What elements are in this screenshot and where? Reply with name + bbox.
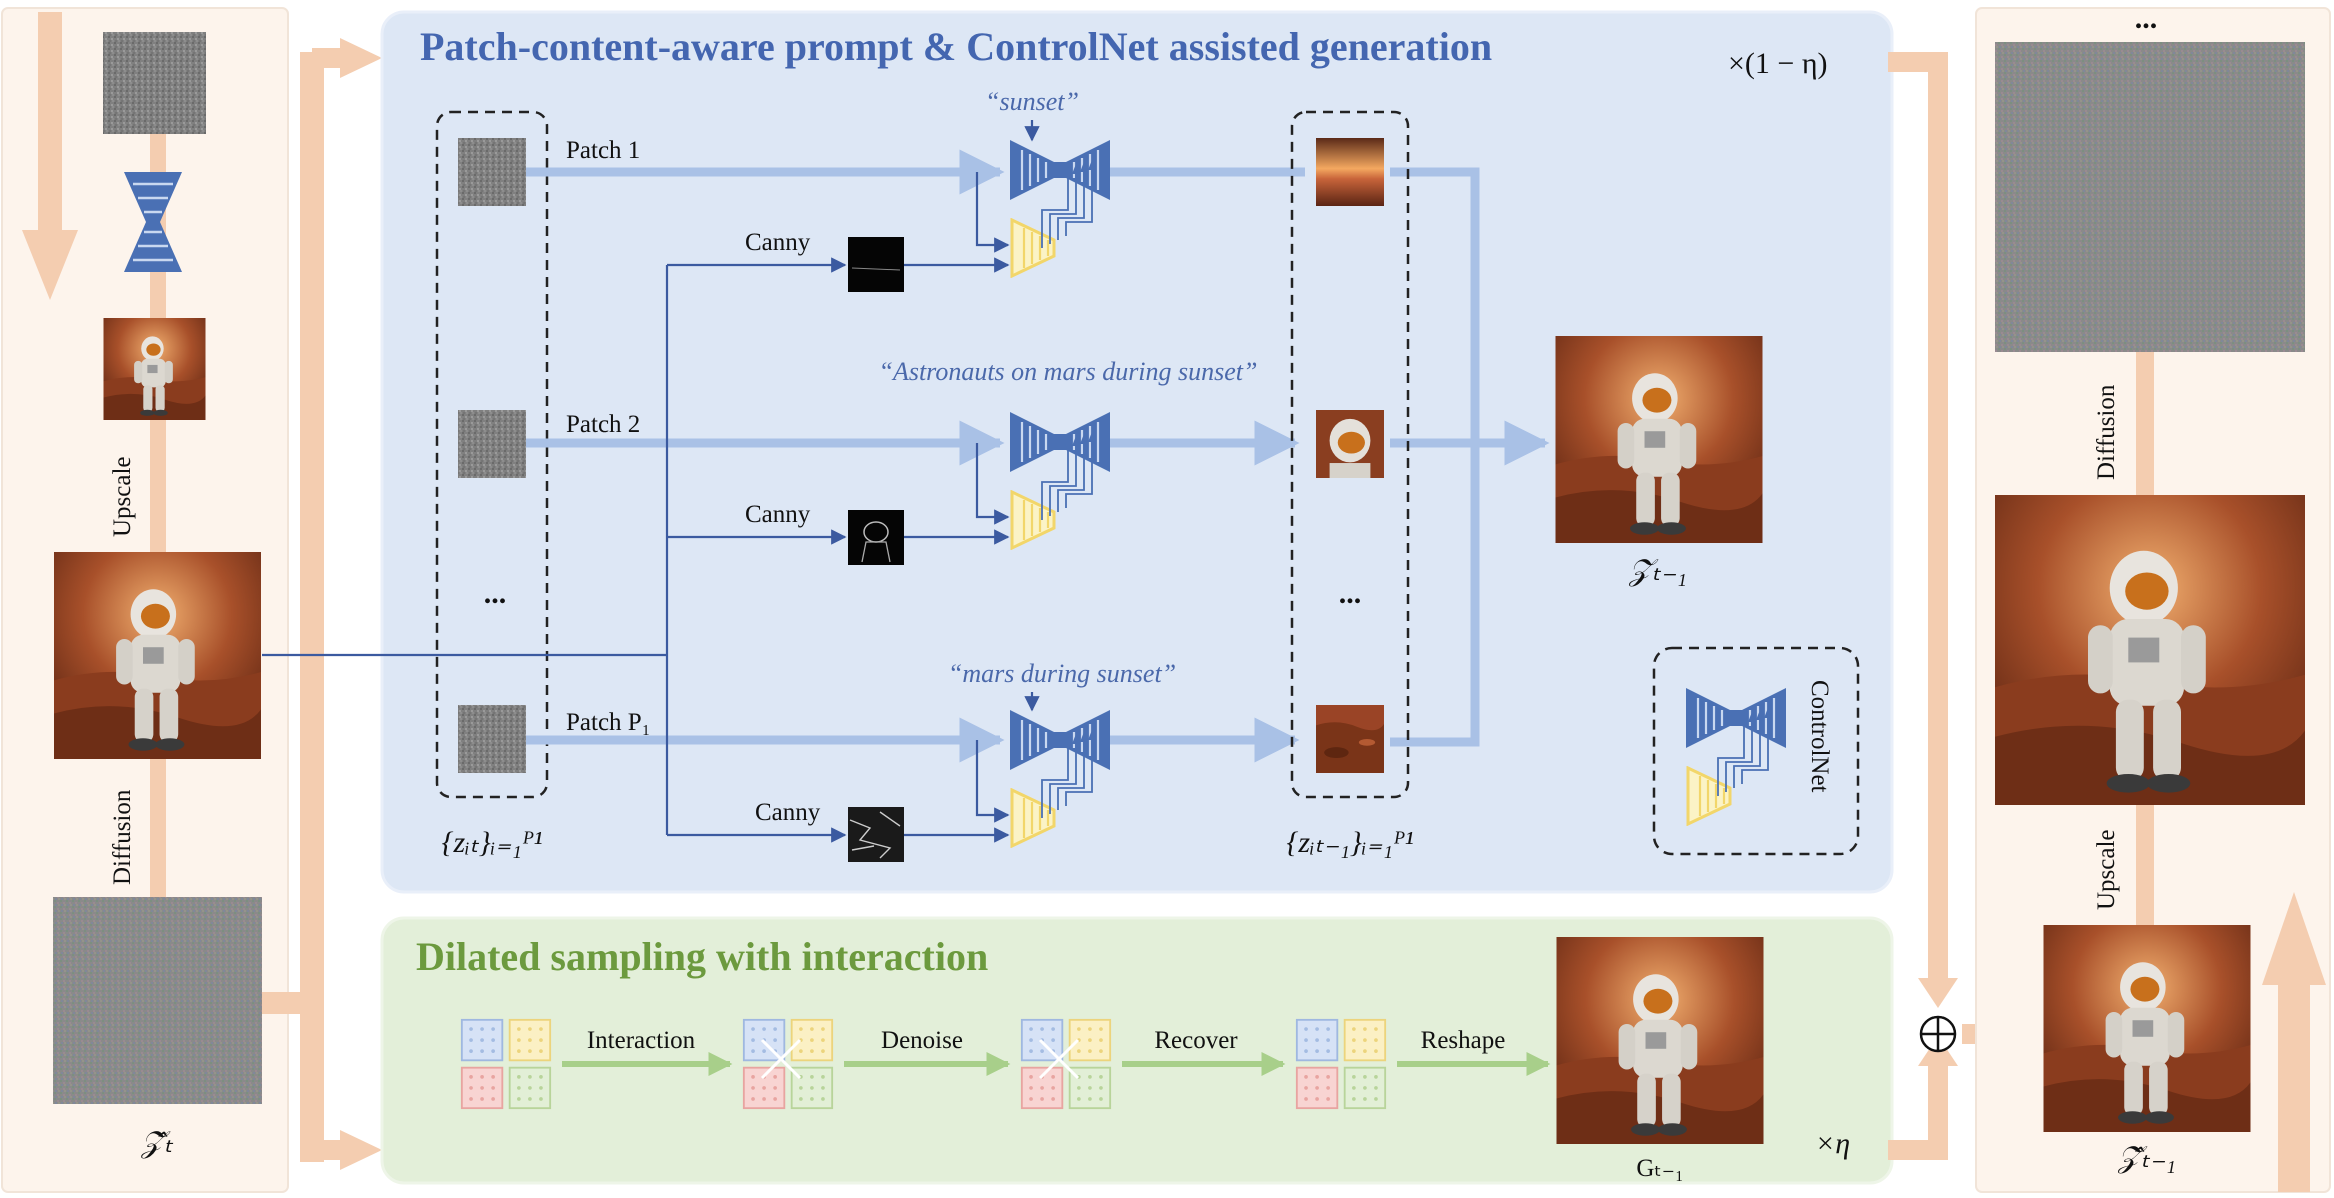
left-diffusion-label: Diffusion	[109, 789, 136, 885]
left-noise-image	[53, 897, 262, 1104]
input-set-label: {zᵢₜ}ᵢ₌₁ᴾ¹	[442, 826, 543, 859]
sum-operator-icon	[1919, 1015, 1957, 1053]
input-patch-p1	[458, 705, 526, 773]
patch-2-label: Patch 2	[566, 411, 640, 438]
bottom-panel-title: Dilated sampling with interaction	[416, 934, 988, 979]
left-bottom-label: 𝒵̂ₜ	[140, 1126, 174, 1159]
top-noise-image	[103, 32, 206, 134]
patch-1-label: Patch 1	[566, 137, 640, 164]
output-patch-p1	[1316, 705, 1384, 773]
small-astronaut-image	[103, 318, 206, 420]
left-connectors	[262, 38, 382, 1170]
right-top-ellipsis: ...	[2135, 2, 2158, 35]
vae-hourglass-icon	[124, 172, 182, 272]
left-upscale-label: Upscale	[109, 456, 136, 537]
input-ellipsis: ...	[484, 577, 507, 610]
prompt-2: “Astronauts on mars during sunset”	[879, 357, 1258, 386]
right-noise-image	[1995, 42, 2305, 352]
right-small-astronaut-image	[2043, 925, 2251, 1132]
right-upscale-label: Upscale	[2093, 829, 2120, 910]
input-patch-2	[458, 410, 526, 478]
merged-astronaut-image	[1555, 336, 1763, 543]
output-patch-set-box	[1290, 110, 1410, 799]
bottom-panel: Dilated sampling with interaction Intera…	[380, 916, 1894, 1185]
right-column: ... Diffusion Upscale 𝒵̂ₜ₋₁	[1975, 2, 2331, 1193]
output-set-label: {zᵢₜ₋₁}ᵢ₌₁ᴾ¹	[1286, 826, 1413, 859]
global-output-image	[1556, 937, 1764, 1144]
right-large-astronaut-image	[1995, 495, 2305, 805]
step-denoise-label: Denoise	[881, 1027, 963, 1054]
step-interaction-label: Interaction	[587, 1027, 696, 1054]
step-recover-label: Recover	[1154, 1027, 1238, 1054]
canny-map-2	[848, 510, 904, 565]
right-bottom-label: 𝒵̂ₜ₋₁	[2117, 1141, 2176, 1174]
merged-label: 𝒵ₜ₋₁	[1628, 554, 1687, 587]
left-column: Upscale Diffusion 𝒵̂ₜ	[1, 7, 289, 1193]
sum-connectors	[1888, 52, 2036, 1160]
prompt-3: “mars during sunset”	[948, 659, 1176, 688]
top-panel: Patch-content-aware prompt & ControlNet …	[262, 10, 1894, 894]
canny-label-3: Canny	[755, 799, 821, 826]
top-panel-title: Patch-content-aware prompt & ControlNet …	[420, 24, 1492, 69]
input-patch-1	[458, 138, 526, 206]
interaction-cross-icon	[760, 1038, 1080, 1080]
patch-p1-label: Patch P₁	[566, 709, 650, 736]
legend-controlnet-label: ControlNet	[1806, 680, 1833, 793]
global-output-label: Gₜ₋₁	[1636, 1155, 1683, 1182]
canny-map-3	[848, 807, 904, 862]
left-astronaut-image	[54, 552, 261, 759]
prompt-1: “sunset”	[985, 87, 1079, 116]
output-patch-1	[1316, 138, 1384, 206]
input-patch-set-box	[435, 110, 549, 799]
output-patch-2	[1316, 410, 1384, 478]
canny-label-2: Canny	[745, 501, 811, 528]
controlnet-legend: ControlNet	[1652, 646, 1860, 856]
canny-label-1: Canny	[745, 229, 811, 256]
bottom-panel-multiplier: ×η	[1815, 1127, 1850, 1160]
output-ellipsis: ...	[1339, 577, 1362, 610]
step-reshape-label: Reshape	[1421, 1027, 1506, 1054]
canny-map-1	[848, 237, 904, 292]
top-panel-multiplier: ×(1 − η)	[1728, 47, 1828, 80]
right-diffusion-label: Diffusion	[2093, 384, 2120, 480]
